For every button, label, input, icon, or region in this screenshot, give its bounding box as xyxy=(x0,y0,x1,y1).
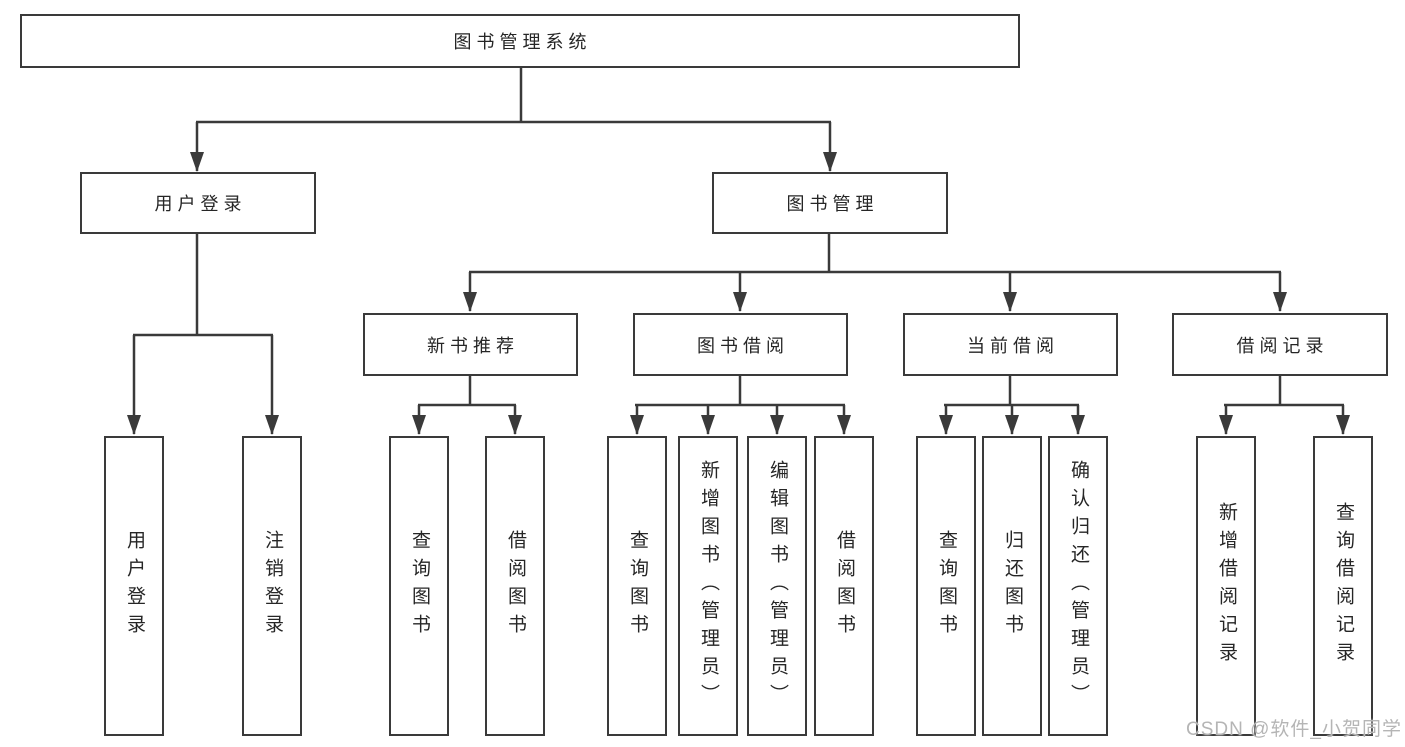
leaf-user-login: 用户登录 xyxy=(104,436,164,736)
leaf-search-borrow-record: 查询借阅记录 xyxy=(1313,436,1373,736)
leaf-add-borrow-record: 新增借阅记录 xyxy=(1196,436,1256,736)
node-borrow-records: 借阅记录 xyxy=(1172,313,1388,376)
leaf-logout: 注销登录 xyxy=(242,436,302,736)
node-book-management: 图书管理 xyxy=(712,172,948,234)
node-library-system: 图书管理系统 xyxy=(20,14,1020,68)
node-book-borrow: 图书借阅 xyxy=(633,313,848,376)
node-current-borrow: 当前借阅 xyxy=(903,313,1118,376)
node-user-login: 用户登录 xyxy=(80,172,316,234)
leaf-add-book-admin: 新增图书（管理员） xyxy=(678,436,738,736)
leaf-return-book: 归还图书 xyxy=(982,436,1042,736)
node-new-book-recommend: 新书推荐 xyxy=(363,313,578,376)
leaf-search-books-current: 查询图书 xyxy=(916,436,976,736)
leaf-borrow-books-recommend: 借阅图书 xyxy=(485,436,545,736)
leaf-search-books-borrow: 查询图书 xyxy=(607,436,667,736)
leaf-edit-book-admin: 编辑图书（管理员） xyxy=(747,436,807,736)
watermark: CSDN @软件_小贺同学 xyxy=(1186,719,1402,740)
leaf-borrow-books-borrow: 借阅图书 xyxy=(814,436,874,736)
leaf-confirm-return-admin: 确认归还（管理员） xyxy=(1048,436,1108,736)
leaf-search-books-recommend: 查询图书 xyxy=(389,436,449,736)
